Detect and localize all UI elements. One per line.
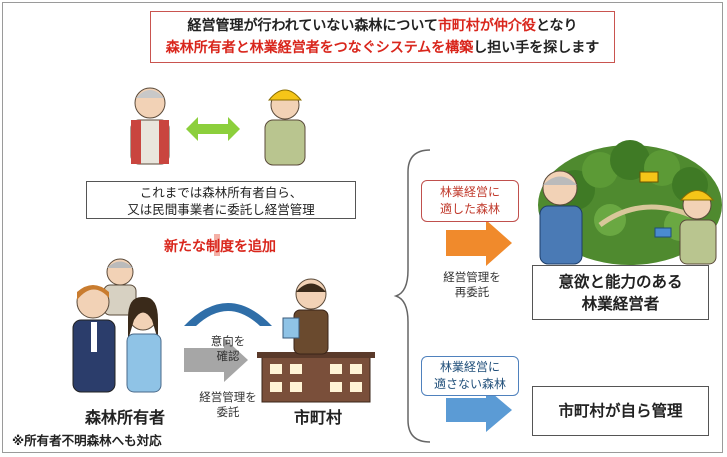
operator-line1: 意欲と能力のある bbox=[558, 273, 683, 291]
entrust-line2: 委託 bbox=[216, 405, 240, 419]
previous-text-line1: これまでは森林所有者自ら、 bbox=[139, 185, 303, 200]
unsuitable-forest-label: 林業経営に 適さない森林 bbox=[421, 356, 519, 396]
suitable-line1: 林業経営に bbox=[439, 185, 500, 199]
header-box: 経営管理が行われていない森林について市町村が仲介役となり 森林所有者と林業経営者… bbox=[150, 11, 615, 63]
new-system-label: 新たな制度を追加 bbox=[164, 239, 276, 255]
self-manage-arrow bbox=[446, 388, 512, 432]
forest-owners-group-illustration bbox=[72, 258, 162, 393]
suitable-line2: 適した森林 bbox=[439, 202, 500, 216]
motivated-operator-box: 意欲と能力のある 林業経営者 bbox=[532, 265, 709, 320]
previous-method-box: これまでは森林所有者自ら、 又は民間事業者に委託し経営管理 bbox=[86, 181, 356, 219]
outer-frame bbox=[2, 2, 723, 453]
previous-text-line2: 又は民間事業者に委託し経営管理 bbox=[127, 202, 315, 217]
intention-line1: 意向を bbox=[210, 334, 246, 348]
intention-label: 意向を 確認 bbox=[196, 334, 260, 364]
forest-owner-elder-illustration bbox=[130, 87, 170, 165]
reentrust-arrow bbox=[446, 220, 512, 266]
green-double-arrow bbox=[186, 117, 240, 141]
reentrust-line1: 経営管理を bbox=[443, 270, 501, 284]
new-system-marker bbox=[214, 234, 220, 256]
reentrust-label: 経営管理を 再委託 bbox=[430, 270, 514, 300]
reentrust-line2: 再委託 bbox=[454, 285, 490, 299]
municipality-illustration bbox=[257, 278, 375, 403]
operator-line2: 林業経営者 bbox=[581, 295, 660, 313]
header-line2-highlight: 森林所有者と林業経営者をつなぐシステムを構築 bbox=[165, 40, 474, 56]
entrust-arrow bbox=[184, 338, 248, 382]
suitable-forest-label: 林業経営に 適した森林 bbox=[421, 180, 519, 222]
forestry-operators-illustration bbox=[539, 170, 717, 265]
footnote: ※所有者不明森林へも対応 bbox=[12, 433, 162, 448]
header-line1-part1: 経営管理が行われていない森林について bbox=[187, 18, 438, 34]
entrust-label: 経営管理を 委託 bbox=[180, 390, 276, 420]
header-line1-part2: となり bbox=[535, 18, 578, 34]
intention-arc bbox=[184, 303, 272, 326]
header-line2-part2: し担い手を探します bbox=[473, 40, 600, 56]
municipality-self-manage-box: 市町村が自ら管理 bbox=[532, 386, 709, 436]
header-line-1: 経営管理が行われていない森林について市町村が仲介役となり bbox=[151, 15, 614, 37]
curly-brace bbox=[393, 149, 431, 443]
forestry-worker-illustration bbox=[264, 89, 306, 166]
owner-label: 森林所有者 bbox=[84, 408, 165, 427]
header-line-2: 森林所有者と林業経営者をつなぐシステムを構築し担い手を探します bbox=[151, 37, 614, 59]
unsuitable-line2: 適さない森林 bbox=[433, 377, 506, 391]
municipality-label: 市町村 bbox=[293, 408, 342, 427]
header-line1-highlight: 市町村が仲介役 bbox=[437, 18, 536, 34]
entrust-line1: 経営管理を bbox=[199, 390, 257, 404]
intention-line2: 確認 bbox=[216, 349, 240, 363]
unsuitable-line1: 林業経営に bbox=[439, 360, 500, 374]
